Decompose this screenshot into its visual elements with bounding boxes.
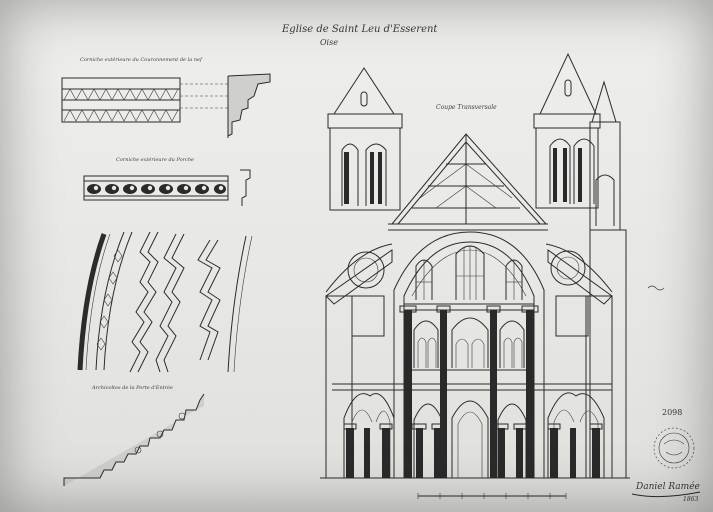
label-cornice-nave: Corniche extérieure du Couronnement de l… — [80, 57, 202, 63]
label-transverse-section: Coupe Transversale — [436, 104, 497, 111]
catalog-number: 2098 — [662, 408, 683, 417]
label-arch-mouldings: Archivoltes de la Porte d'Entrée — [92, 385, 173, 391]
archivolt-mouldings — [77, 231, 253, 373]
roof-truss — [388, 133, 548, 231]
signature: Daniel Ramée — [636, 482, 700, 492]
transverse-section — [320, 52, 665, 499]
label-porch-cornice: Corniche extérieure du Porche — [116, 157, 195, 163]
nave-interior — [393, 231, 545, 478]
spire-tower — [589, 80, 627, 479]
nave-cornice-profile — [227, 73, 271, 138]
title: Eglise de Saint Leu d'Esserent — [282, 24, 438, 35]
collection-stamp — [653, 427, 695, 469]
porch-cornice — [83, 169, 251, 206]
signature-date: 1863 — [683, 496, 699, 503]
right-tower — [533, 52, 601, 286]
aisle-arcades — [332, 383, 612, 478]
nave-cornice-elevation — [61, 77, 228, 123]
subtitle: Oise — [320, 38, 338, 47]
portal-profile — [63, 393, 205, 486]
signature-flourish — [631, 491, 701, 498]
left-tower — [327, 67, 403, 289]
